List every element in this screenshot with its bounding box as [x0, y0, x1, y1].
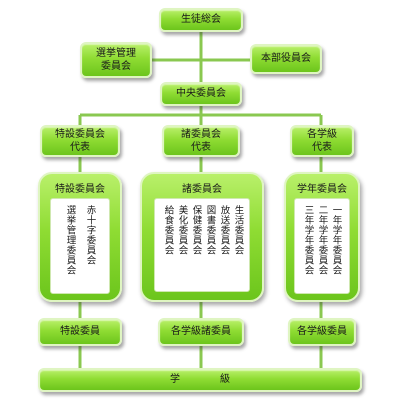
grade-committee-item: 三年学年委員会: [302, 205, 314, 275]
class-rep-box: 各学級 代表: [290, 125, 354, 157]
class-rep-label: 各学級 代表: [307, 128, 337, 154]
various-committee-panel-title: 諸委員会: [182, 184, 222, 195]
various-committee-item: 生活委員会: [232, 205, 244, 255]
class-various-members-label: 各学級諸委員: [171, 326, 231, 338]
various-committee-list: 生活委員会 放送委員会 図書委員会 保健委員会 美化委員会 給食委員会: [154, 198, 250, 292]
class-box: 学 級: [38, 368, 362, 392]
special-members-box: 特設委員: [38, 318, 122, 346]
grade-committee-panel: 学年委員会 一年学年委員会 二年学年委員会 三年学年委員会: [284, 172, 360, 302]
election-committee-label: 選挙管理 委員会: [96, 47, 136, 73]
special-committee-panel: 特設委員会 赤十字委員会 選挙管理委員会: [38, 172, 122, 302]
student-council-box: 生徒総会: [159, 8, 243, 32]
class-members-label: 各学級委員: [297, 326, 347, 338]
various-committee-rep-box: 諸委員会 代表: [162, 125, 240, 157]
various-committee-panel: 諸委員会 生活委員会 放送委員会 図書委員会 保健委員会 美化委員会 給食委員会: [140, 172, 264, 302]
various-committee-item: 美化委員会: [176, 205, 188, 255]
special-committee-rep-label: 特設委員会 代表: [55, 128, 105, 154]
central-committee-label: 中央委員会: [176, 88, 226, 100]
grade-committee-list: 一年学年委員会 二年学年委員会 三年学年委員会: [294, 198, 350, 294]
various-committee-item: 保健委員会: [190, 205, 202, 255]
special-members-label: 特設委員: [60, 326, 100, 338]
class-members-box: 各学級委員: [288, 318, 356, 346]
executive-board-box: 本部役員会: [250, 44, 322, 74]
various-committee-rep-label: 諸委員会 代表: [181, 128, 221, 154]
special-committee-item: 赤十字委員会: [84, 205, 96, 265]
various-committee-item: 図書委員会: [204, 205, 216, 255]
special-committee-item: 選挙管理委員会: [64, 205, 76, 275]
various-committee-item: 放送委員会: [218, 205, 230, 255]
class-various-members-box: 各学級諸委員: [158, 318, 244, 346]
special-committee-rep-box: 特設委員会 代表: [40, 125, 120, 157]
class-label: 学 級: [170, 374, 230, 386]
central-committee-box: 中央委員会: [160, 82, 242, 106]
grade-committee-item: 一年学年委員会: [330, 205, 342, 275]
executive-board-label: 本部役員会: [261, 53, 311, 65]
grade-committee-item: 二年学年委員会: [316, 205, 328, 275]
election-committee-box: 選挙管理 委員会: [80, 42, 152, 78]
grade-committee-panel-title: 学年委員会: [297, 184, 347, 195]
various-committee-item: 給食委員会: [162, 205, 174, 255]
student-council-label: 生徒総会: [181, 14, 221, 26]
special-committee-panel-title: 特設委員会: [55, 184, 105, 195]
special-committee-list: 赤十字委員会 選挙管理委員会: [50, 198, 110, 294]
